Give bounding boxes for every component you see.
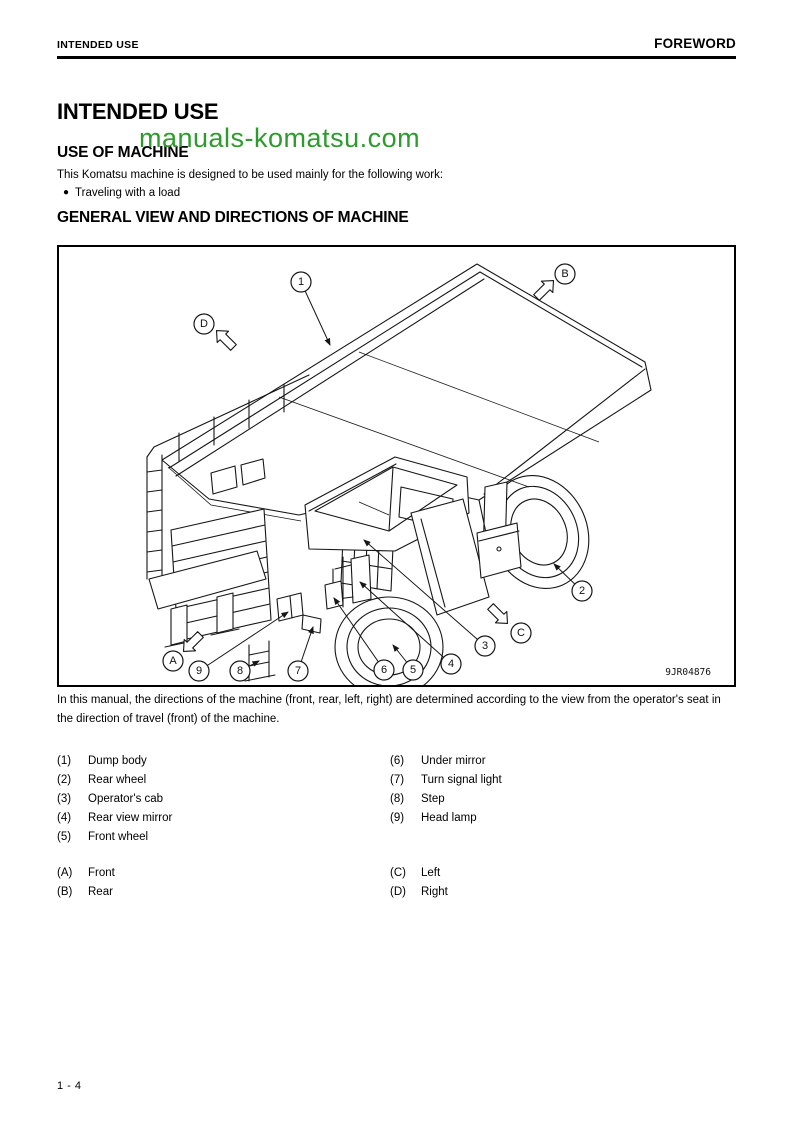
dump-truck-drawing (146, 263, 652, 685)
leader-4 (359, 581, 452, 665)
rear-view-mirror (334, 554, 372, 608)
legend-numbered-right: (6)Under mirror (7)Turn signal light (8)… (390, 751, 690, 827)
front-fender (410, 498, 490, 616)
left-direction-arrow (484, 600, 514, 630)
legend-lettered-right: (C)Left (D)Right (390, 863, 690, 901)
legend-item: (1)Dump body (57, 754, 147, 767)
svg-text:1: 1 (298, 276, 304, 288)
svg-text:5: 5 (410, 664, 416, 676)
callout-D: D (193, 313, 215, 335)
callout-5: 5 (402, 659, 424, 681)
figure-caption: In this manual, the directions of the ma… (57, 694, 721, 725)
legend-item: (8)Step (390, 792, 445, 805)
svg-text:4: 4 (448, 658, 454, 670)
legend-item: (A)Front (57, 866, 115, 879)
callout-2: 2 (571, 580, 593, 602)
turn-signal-light (301, 614, 322, 634)
callout-4: 4 (440, 653, 462, 675)
svg-text:2: 2 (579, 585, 585, 597)
legend-item: (3)Operator's cab (57, 792, 164, 805)
svg-text:3: 3 (482, 640, 488, 652)
callout-C: C (510, 622, 532, 644)
access-ladder (146, 454, 163, 580)
legend-numbered-left: (1)Dump body (2)Rear wheel (3)Operator's… (57, 751, 387, 846)
page-number: 1 - 4 (57, 1080, 82, 1092)
side-toolbox (476, 522, 522, 579)
callout-B: B (554, 263, 576, 285)
front-bumper (148, 550, 267, 648)
legend-item: (4)Rear view mirror (57, 811, 173, 824)
use-of-machine-heading: USE OF MACHINE (57, 144, 189, 161)
svg-text:D: D (200, 318, 208, 330)
legend-item: (6)Under mirror (390, 754, 486, 767)
legend-lettered-left: (A)Front (B)Rear (57, 863, 387, 901)
callout-3: 3 (474, 635, 496, 657)
figure-code: 9JR04876 (665, 667, 711, 678)
bullet-label: Traveling with a load (75, 187, 181, 199)
svg-text:7: 7 (295, 665, 301, 677)
leader-1 (300, 281, 331, 346)
bullet-icon: ● (63, 187, 70, 198)
handrail (146, 374, 310, 462)
svg-text:6: 6 (381, 664, 387, 676)
use-of-machine-bullet: ● Traveling with a load (63, 187, 180, 199)
callout-7: 7 (287, 660, 309, 682)
leader-6 (333, 597, 385, 671)
under-mirror (324, 568, 344, 610)
legend-item: (9)Head lamp (390, 811, 477, 824)
svg-text:A: A (169, 655, 177, 667)
use-of-machine-intro: This Komatsu machine is designed to be u… (57, 169, 444, 181)
leader-3 (363, 539, 486, 647)
page-title: INTENDED USE (57, 99, 219, 124)
svg-text:9: 9 (196, 665, 202, 677)
header-section-title: INTENDED USE (57, 39, 139, 51)
callout-A: A (162, 650, 184, 672)
machine-diagram-svg: 1 2 3 4 5 6 7 8 9 A B C D 9JR04876 (146, 263, 711, 685)
deck-equipment (210, 458, 266, 495)
svg-text:8: 8 (237, 665, 243, 677)
general-view-heading: GENERAL VIEW AND DIRECTIONS OF MACHINE (57, 209, 409, 226)
callout-markers: 1 2 3 4 5 6 7 8 9 A B C D (162, 263, 593, 682)
callout-8: 8 (229, 660, 251, 682)
legend-item: (5)Front wheel (57, 830, 149, 843)
legend-item: (D)Right (390, 885, 448, 898)
callout-1: 1 (290, 271, 312, 293)
legend-item: (2)Rear wheel (57, 773, 147, 786)
page-header: INTENDED USE FOREWORD (57, 36, 736, 59)
svg-text:B: B (561, 268, 568, 280)
svg-text:C: C (517, 627, 525, 639)
legend-item: (C)Left (390, 866, 441, 879)
dump-body (161, 263, 652, 522)
header-book-title: FOREWORD (654, 36, 736, 51)
right-direction-arrow (210, 324, 240, 354)
machine-diagram-figure: 1 2 3 4 5 6 7 8 9 A B C D 9JR04876 (57, 245, 736, 687)
legend-item: (B)Rear (57, 885, 113, 898)
callout-9: 9 (188, 660, 210, 682)
leader-9 (198, 611, 289, 672)
callout-6: 6 (373, 659, 395, 681)
legend-item: (7)Turn signal light (390, 773, 502, 786)
